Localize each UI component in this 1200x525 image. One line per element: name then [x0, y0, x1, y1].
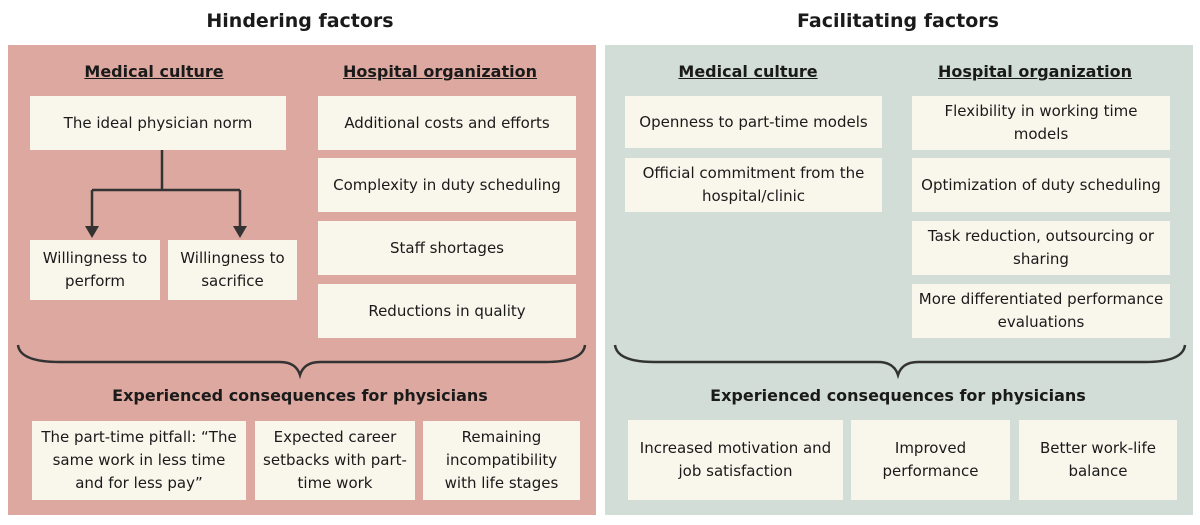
hindering-medical-header: Medical culture — [84, 62, 224, 81]
facilitating-medical-item: Openness to part-time models — [625, 96, 882, 148]
facilitating-medical-item: Official commitment from the hospital/cl… — [625, 158, 882, 212]
arrowhead-icon — [233, 226, 247, 238]
arrowhead-icon — [85, 226, 99, 238]
willingness-sacrifice-box: Willingness to sacrifice — [168, 240, 297, 300]
facilitating-hospital-item: Task reduction, outsourcing or sharing — [912, 221, 1170, 275]
facilitating-consequence: Increased motivation and job satisfactio… — [628, 420, 843, 500]
hindering-consequence: Remaining incompatibility with life stag… — [423, 421, 580, 500]
facilitating-hospital-item: Flexibility in working time models — [912, 96, 1170, 150]
facilitating-consequence: Improved performance — [851, 420, 1010, 500]
facilitating-hospital-header: Hospital organization — [938, 62, 1132, 81]
willingness-perform-box: Willingness to perform — [30, 240, 160, 300]
hindering-hospital-item: Staff shortages — [318, 221, 576, 275]
facilitating-medical-header: Medical culture — [678, 62, 818, 81]
facilitating-brace — [613, 344, 1187, 380]
facilitating-hospital-item: Optimization of duty scheduling — [912, 158, 1170, 212]
facilitating-hospital-item: More differentiated performance evaluati… — [912, 284, 1170, 338]
hindering-consequence: The part-time pitfall: “The same work in… — [32, 421, 246, 500]
hindering-consequence: Expected career setbacks with part-time … — [255, 421, 415, 500]
hindering-hospital-header: Hospital organization — [343, 62, 537, 81]
hindering-hospital-item: Reductions in quality — [318, 284, 576, 338]
facilitating-consequence: Better work-life balance — [1019, 420, 1177, 500]
facilitating-consequences-header: Experienced consequences for physicians — [710, 386, 1086, 405]
arrow-lines — [90, 150, 242, 228]
hindering-hospital-item: Additional costs and efforts — [318, 96, 576, 150]
facilitating-title: Facilitating factors — [797, 10, 999, 32]
hindering-brace — [16, 344, 587, 380]
hindering-consequences-header: Experienced consequences for physicians — [112, 386, 488, 405]
hindering-hospital-item: Complexity in duty scheduling — [318, 158, 576, 212]
ideal-norm-box: The ideal physician norm — [30, 96, 286, 150]
hindering-title: Hindering factors — [206, 10, 394, 32]
